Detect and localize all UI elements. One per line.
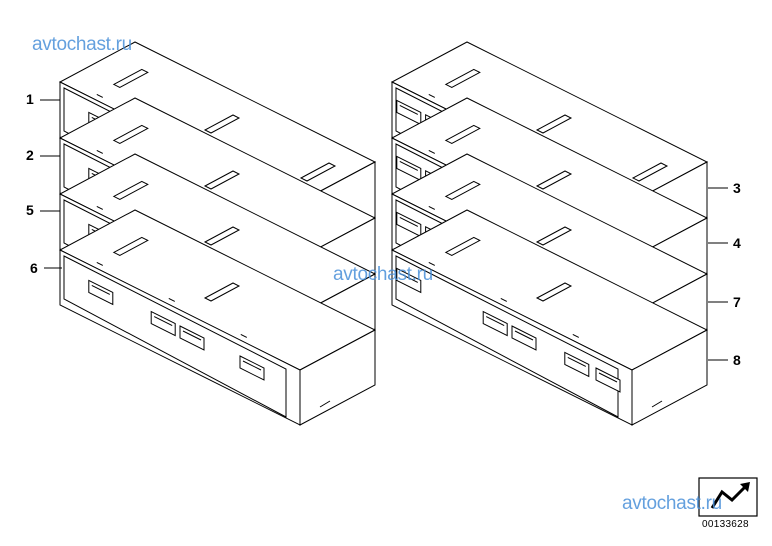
- watermark-top-left: avtochast.ru: [32, 34, 132, 55]
- callout-4: 4: [733, 235, 741, 251]
- document-number: 00133628: [702, 519, 749, 530]
- callout-8: 8: [733, 352, 741, 368]
- callout-3: 3: [733, 180, 741, 196]
- parts-diagram-corner-icon: [698, 477, 758, 517]
- left-module-stack: [58, 41, 377, 426]
- watermark-center: avtochast.ru: [333, 264, 433, 285]
- watermark-bottom-right: avtochast.ru: [622, 493, 722, 514]
- right-module-stack: [390, 41, 709, 426]
- callout-6: 6: [30, 260, 38, 276]
- callout-2: 2: [26, 147, 34, 163]
- callout-leader-lines: [40, 99, 728, 361]
- callout-5: 5: [26, 202, 34, 218]
- callout-1: 1: [26, 91, 34, 107]
- control-module-right-4: [390, 209, 709, 426]
- control-module-left-4: [58, 209, 377, 426]
- callout-7: 7: [733, 294, 741, 310]
